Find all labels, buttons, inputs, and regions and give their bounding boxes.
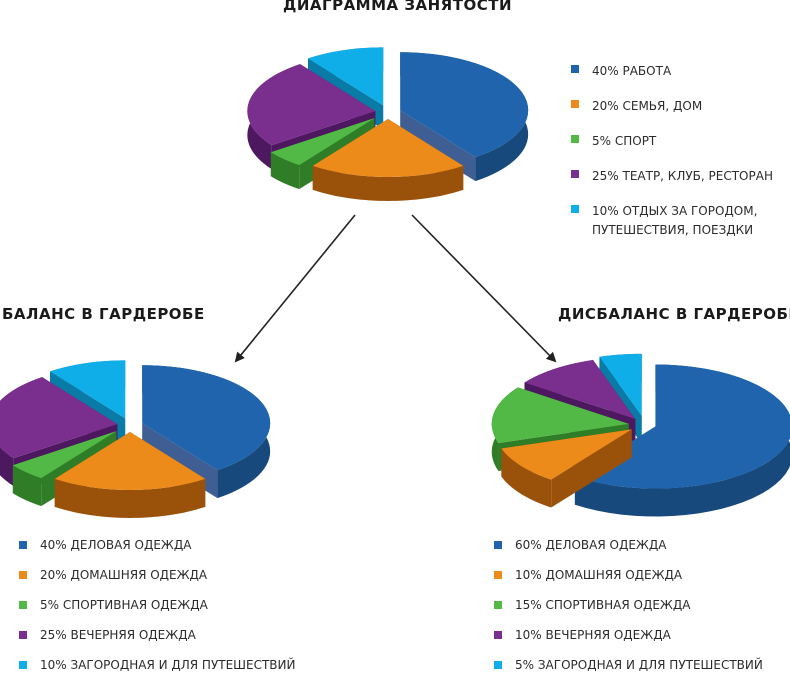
pie-chart-employment: [247, 47, 529, 201]
slice-top: [50, 360, 126, 419]
chart-title-balance: БАЛАНС В ГАРДЕРОБЕ: [2, 305, 205, 323]
legend-balance: 40% ДЕЛОВАЯ ОДЕЖДА 20% ДОМАШНЯЯ ОДЕЖДА 5…: [19, 538, 296, 688]
slice-top: [491, 387, 629, 443]
legend-item: 5% СПОРТИВНАЯ ОДЕЖДА: [19, 598, 296, 612]
legend-employment: 40% РАБОТА 20% СЕМЬЯ, ДОМ 5% СПОРТ 25% Т…: [571, 62, 790, 256]
flow-arrows: [234, 214, 557, 363]
slice-top: [400, 52, 529, 158]
legend-item: 25% ТЕАТР, КЛУБ, РЕСТОРАН: [571, 167, 790, 186]
legend-label: 40% РАБОТА: [592, 64, 672, 78]
legend-swatch: [494, 601, 502, 609]
arrow-left: [234, 214, 356, 363]
charts-canvas: [0, 47, 790, 518]
legend-label: 5% ЗАГОРОДНАЯ И ДЛЯ ПУТЕШЕСТВИЙ: [515, 658, 763, 672]
legend-item: 10% ОТДЫХ ЗА ГОРОДОМ, ПУТЕШЕСТВИЯ, ПОЕЗД…: [571, 202, 790, 240]
legend-swatch: [19, 541, 27, 549]
legend-item: 10% ДОМАШНЯЯ ОДЕЖДА: [494, 568, 763, 582]
slice-wall: [12, 465, 42, 507]
legend-item: 15% СПОРТИВНАЯ ОДЕЖДА: [494, 598, 763, 612]
legend-item: 40% РАБОТА: [571, 62, 790, 81]
slice-top: [12, 431, 117, 479]
chart-title-imbalance: ДИСБАЛАНС В ГАРДЕРОБЕ: [558, 305, 790, 323]
slice-wall: [501, 448, 552, 508]
legend-swatch: [19, 631, 27, 639]
legend-label: 10% ДОМАШНЯЯ ОДЕЖДА: [515, 568, 683, 582]
legend-swatch: [571, 65, 579, 73]
chart-title-employment: ДИАГРАММА ЗАНЯТОСТИ: [283, 0, 513, 14]
legend-label: 5% СПОРТИВНАЯ ОДЕЖДА: [40, 598, 208, 612]
slice-orange: [312, 118, 464, 201]
legend-item: 5% ЗАГОРОДНАЯ И ДЛЯ ПУТЕШЕСТВИЙ: [494, 658, 763, 672]
slice-orange: [501, 429, 632, 508]
slice-top: [312, 118, 464, 177]
legend-item: 5% СПОРТ: [571, 132, 790, 151]
legend-swatch: [571, 205, 579, 213]
legend-swatch: [494, 571, 502, 579]
slice-top: [142, 365, 271, 471]
pie-chart-wardrobe-balance: [0, 360, 271, 518]
slice-top: [524, 360, 636, 419]
slice-wall: [54, 478, 206, 518]
slice-orange: [54, 431, 206, 518]
slice-wall: [270, 152, 300, 190]
pie-chart-wardrobe-imbalance: [491, 353, 790, 517]
slice-top: [270, 118, 375, 166]
legend-item: 40% ДЕЛОВАЯ ОДЕЖДА: [19, 538, 296, 552]
legend-label: 10% ЗАГОРОДНАЯ И ДЛЯ ПУТЕШЕСТВИЙ: [40, 658, 296, 672]
slice-top: [54, 431, 206, 490]
legend-label: 20% СЕМЬЯ, ДОМ: [592, 99, 703, 113]
legend-swatch: [494, 541, 502, 549]
legend-label: 10% ВЕЧЕРНЯЯ ОДЕЖДА: [515, 628, 671, 642]
legend-item: 60% ДЕЛОВАЯ ОДЕЖДА: [494, 538, 763, 552]
legend-item: 10% ВЕЧЕРНЯЯ ОДЕЖДА: [494, 628, 763, 642]
legend-label: 25% ВЕЧЕРНЯЯ ОДЕЖДА: [40, 628, 196, 642]
slice-top: [0, 377, 118, 459]
legend-item: 10% ЗАГОРОДНАЯ И ДЛЯ ПУТЕШЕСТВИЙ: [19, 658, 296, 672]
slice-top: [501, 429, 632, 480]
legend-label: 20% ДОМАШНЯЯ ОДЕЖДА: [40, 568, 208, 582]
legend-swatch: [19, 601, 27, 609]
legend-item: 25% ВЕЧЕРНЯЯ ОДЕЖДА: [19, 628, 296, 642]
legend-label: 15% СПОРТИВНАЯ ОДЕЖДА: [515, 598, 691, 612]
arrow-right: [411, 214, 557, 363]
legend-label: 60% ДЕЛОВАЯ ОДЕЖДА: [515, 538, 667, 552]
legend-swatch: [494, 631, 502, 639]
legend-label: 10% ОТДЫХ ЗА ГОРОДОМ, ПУТЕШЕСТВИЯ, ПОЕЗД…: [592, 204, 758, 237]
slice-top: [308, 47, 384, 106]
slice-wall: [312, 165, 464, 201]
legend-item: 20% СЕМЬЯ, ДОМ: [571, 97, 790, 116]
legend-swatch: [571, 135, 579, 143]
legend-swatch: [19, 661, 27, 669]
slice-top: [247, 64, 376, 146]
legend-swatch: [19, 571, 27, 579]
legend-label: 40% ДЕЛОВАЯ ОДЕЖДА: [40, 538, 192, 552]
legend-swatch: [571, 100, 579, 108]
legend-label: 25% ТЕАТР, КЛУБ, РЕСТОРАН: [592, 169, 773, 183]
legend-item: 20% ДОМАШНЯЯ ОДЕЖДА: [19, 568, 296, 582]
legend-label: 5% СПОРТ: [592, 134, 657, 148]
legend-swatch: [494, 661, 502, 669]
legend-imbalance: 60% ДЕЛОВАЯ ОДЕЖДА 10% ДОМАШНЯЯ ОДЕЖДА 1…: [494, 538, 763, 688]
slice-top: [599, 353, 642, 416]
legend-swatch: [571, 170, 579, 178]
